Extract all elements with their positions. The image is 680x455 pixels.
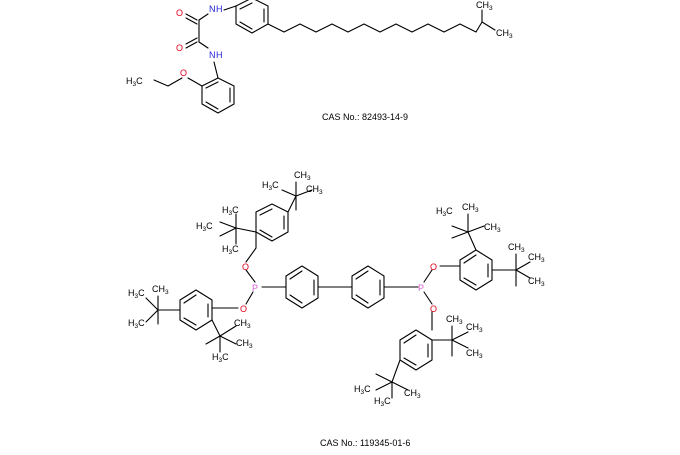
methyl-label: H3C xyxy=(222,205,239,217)
ethoxyphenyl-ring xyxy=(153,61,235,114)
methyl-label: CH3 xyxy=(466,322,483,334)
aryl-ring-upper-right xyxy=(439,213,531,291)
atom-oxygen-left-upper: O xyxy=(242,262,249,272)
methyl-label: H3C xyxy=(128,318,145,330)
methyl-label: CH3 xyxy=(234,318,251,330)
atom-oxygen-right-lower: O xyxy=(430,304,437,314)
methyl-label: H3C xyxy=(354,384,371,396)
methyl-label: CH3 xyxy=(306,184,323,196)
cas-label-1: CAS No.: 82493-14-9 xyxy=(322,112,408,122)
methyl-label: CH3 xyxy=(508,242,525,254)
methyl-label: CH3 xyxy=(466,348,483,360)
methyl-label: H3C xyxy=(196,221,213,233)
atom-phosphorus-left: P xyxy=(252,283,258,293)
phenyl-ring-upper xyxy=(223,0,269,34)
atom-oxygen-2: O xyxy=(176,43,183,53)
biphenyl-core xyxy=(261,265,419,309)
aryl-ring-lower-left xyxy=(145,289,239,353)
methyl-label: H3C xyxy=(374,396,391,408)
methyl-label: CH3 xyxy=(528,252,545,264)
oxalamide-core xyxy=(185,13,209,49)
atom-oxygen-1: O xyxy=(176,8,183,18)
methyl-label: CH3 xyxy=(294,170,311,182)
cas-label-2: CAS No.: 119345-01-6 xyxy=(320,438,410,448)
ch3-top: CH3 xyxy=(476,0,493,12)
methyl-label: H3C xyxy=(262,180,279,192)
methyl-label: CH3 xyxy=(152,284,169,296)
methyl-label: CH3 xyxy=(528,276,545,288)
methyl-label: CH3 xyxy=(236,338,253,350)
methyl-label: H3C xyxy=(222,244,239,256)
molecule-119345-01-6: P P O O O O xyxy=(145,181,531,448)
atom-ether-oxygen: O xyxy=(180,68,187,78)
methyl-label: H3C xyxy=(212,352,229,364)
atom-oxygen-right-upper: O xyxy=(430,262,437,272)
atom-nitrogen-2: N xyxy=(209,50,216,60)
aryl-ring-lower-right xyxy=(375,311,469,399)
ch3-bottom: CH3 xyxy=(496,28,513,40)
aryl-ring-upper-left xyxy=(219,181,313,263)
molecule-82493-14-9: O O N H N H CH3 CH3 xyxy=(126,0,513,122)
methyl-label: CH3 xyxy=(484,222,501,234)
atom-oxygen-left-lower: O xyxy=(240,304,247,314)
atom-nitrogen-1-h: H xyxy=(216,4,223,14)
methyl-label: CH3 xyxy=(404,388,421,400)
methyl-label: CH3 xyxy=(462,202,479,214)
methyl-label: H3C xyxy=(436,206,453,218)
atom-nitrogen-2-h: H xyxy=(216,50,223,60)
alkyl-chain xyxy=(267,9,496,33)
ethyl-h3c: H3C xyxy=(126,76,143,88)
methyl-label: H3C xyxy=(128,288,145,300)
atom-nitrogen-1: N xyxy=(209,4,216,14)
methyl-label: CH3 xyxy=(446,314,463,326)
atom-phosphorus-right: P xyxy=(418,283,424,293)
